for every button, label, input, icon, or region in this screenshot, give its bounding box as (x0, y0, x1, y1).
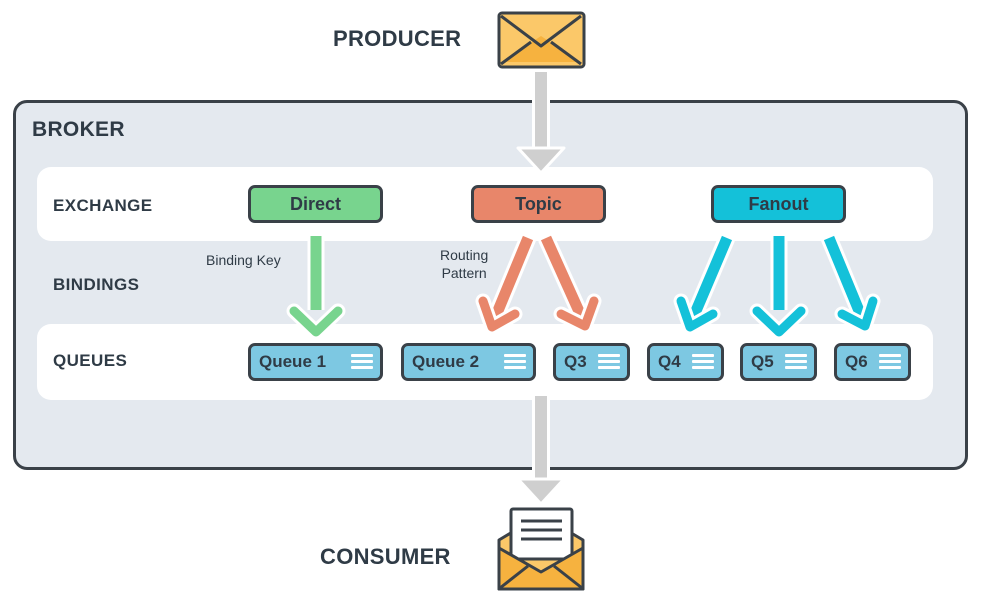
queue-to-consumer-arrow (516, 396, 566, 506)
routing-pattern-label: Routing Pattern (440, 246, 488, 282)
fanout-binding-arrow-3 (821, 234, 881, 334)
queue-label: Q3 (564, 352, 587, 371)
queue-label: Q4 (658, 352, 681, 371)
queue-1: Queue 1 (248, 343, 383, 381)
broker-label: BROKER (32, 118, 125, 141)
queue-list-icon (504, 354, 526, 371)
queue-2: Queue 2 (401, 343, 536, 381)
exchange-row-label: EXCHANGE (53, 196, 153, 215)
queue-list-icon (598, 354, 620, 371)
queues-row-label: QUEUES (53, 351, 128, 370)
bindings-row-label: BINDINGS (53, 275, 140, 294)
direct-binding-arrow (286, 236, 346, 340)
queue-5: Q5 (740, 343, 817, 381)
exchange-fanout: Fanout (711, 185, 846, 223)
queue-3: Q3 (553, 343, 630, 381)
topic-binding-arrow-1 (475, 234, 536, 335)
queue-list-icon (879, 354, 901, 371)
queue-label: Q5 (751, 352, 774, 371)
queue-label: Q6 (845, 352, 868, 371)
queue-list-icon (692, 354, 714, 371)
queue-4: Q4 (647, 343, 724, 381)
fanout-binding-arrow-2 (749, 236, 809, 340)
queue-list-icon (351, 354, 373, 371)
queue-6: Q6 (834, 343, 911, 381)
binding-key-label: Binding Key (206, 252, 281, 268)
producer-to-exchange-arrow (516, 72, 566, 175)
queue-label: Queue 1 (259, 352, 327, 371)
producer-label: PRODUCER (333, 26, 462, 51)
topic-binding-arrow-2 (538, 234, 602, 334)
exchange-direct: Direct (248, 185, 383, 223)
exchange-topic: Topic (471, 185, 606, 223)
open-envelope-letter-icon (497, 507, 585, 591)
consumer-label: CONSUMER (320, 544, 451, 569)
routing-pattern-line-1: Routing (440, 247, 489, 263)
routing-pattern-line-2: Pattern (441, 265, 487, 281)
queue-list-icon (785, 354, 807, 371)
envelope-icon (497, 11, 586, 69)
queue-label: Queue 2 (412, 352, 480, 371)
fanout-binding-arrow-1 (673, 234, 735, 335)
broker-container (13, 100, 968, 470)
